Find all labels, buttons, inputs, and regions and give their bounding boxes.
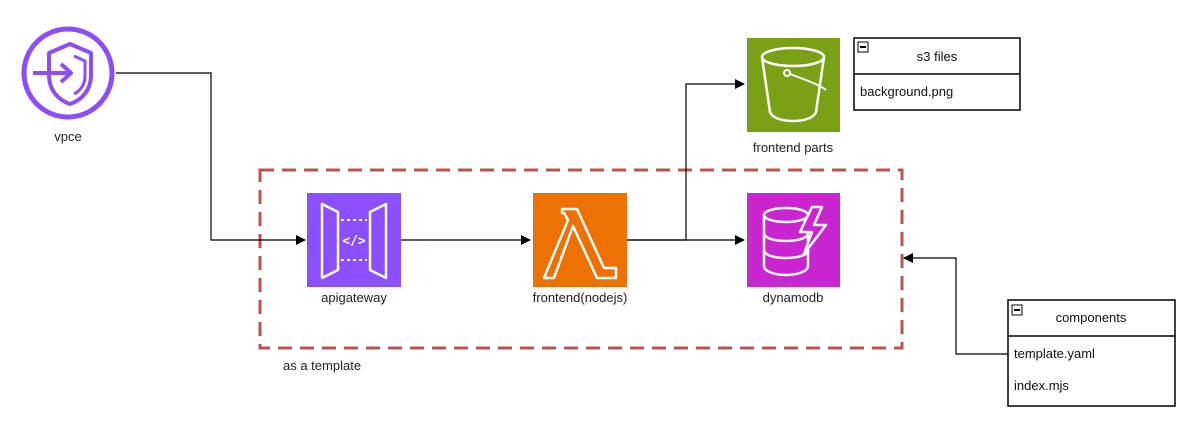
collapse-icon[interactable] [857,41,869,53]
s3-files-row: background.png [860,84,953,99]
components-row: index.mjs [1014,378,1069,393]
apigateway-node[interactable]: </> apigateway [307,193,401,305]
s3-bucket-icon [747,38,840,132]
apigateway-label: apigateway [321,290,387,305]
components-row: template.yaml [1014,346,1095,361]
dynamodb-label: dynamodb [763,290,824,305]
s3-label: frontend parts [753,140,834,155]
edge-frontend-to-s3[interactable] [627,79,745,241]
vpce-label: vpce [54,129,81,144]
vpc-endpoint-icon [21,26,115,120]
template-group-label: as a template [283,358,361,373]
frontend-label: frontend(nodejs) [533,290,628,305]
components-table[interactable]: components template.yaml index.mjs [1007,299,1176,407]
edge-vpce-to-apigateway[interactable] [116,72,306,245]
vpce-node[interactable]: vpce [21,26,115,144]
collapse-icon[interactable] [1011,304,1023,316]
s3-files-table[interactable]: s3 files background.png [853,37,1021,111]
dynamodb-node[interactable]: dynamodb [747,193,840,305]
frontend-node[interactable]: frontend(nodejs) [533,193,628,305]
s3-files-title: s3 files [917,49,958,64]
template-group-border[interactable] [258,168,904,350]
components-title: components [1056,310,1127,325]
edge-components-to-group[interactable] [903,253,1008,355]
svg-text:</>: </> [342,234,366,249]
s3-node[interactable]: frontend parts [747,38,840,155]
